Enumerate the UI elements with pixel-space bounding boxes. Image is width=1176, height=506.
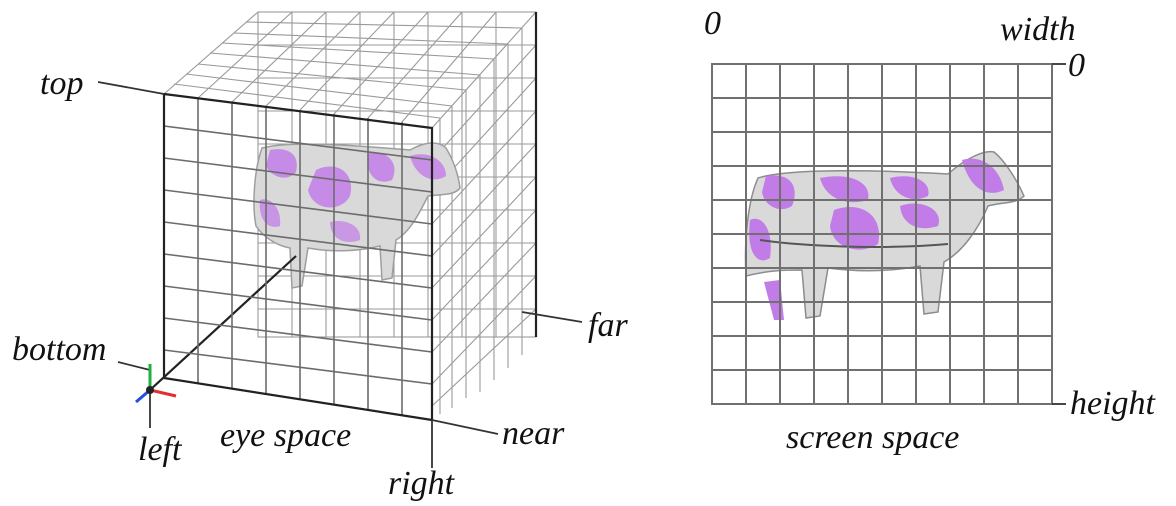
top-leader — [97, 81, 165, 95]
eye-space-caption: eye space — [220, 417, 351, 454]
bottom-leader — [117, 361, 151, 371]
screen-grid — [711, 63, 1053, 405]
height-label: height — [1070, 385, 1157, 422]
far-leader — [521, 311, 583, 323]
near-label: near — [502, 415, 565, 452]
front-face-grid — [162, 92, 434, 422]
top-face-grid — [163, 11, 537, 129]
origin-y-label: 0 — [1068, 47, 1085, 84]
cow-eye-space — [253, 142, 461, 289]
right-face-grid — [431, 12, 538, 414]
screen-space-caption: screen space — [786, 419, 959, 456]
cow-screen-space — [744, 150, 1025, 320]
near-leader — [431, 419, 499, 435]
screen-space: 0 width 0 height screen space — [704, 5, 1157, 456]
top-label: top — [40, 65, 83, 102]
eye-space-frustum: top bottom left right near far eye space — [12, 11, 628, 502]
origin-x-label: 0 — [704, 5, 721, 42]
bottom-label: bottom — [12, 331, 106, 368]
far-label: far — [588, 307, 628, 344]
width-label: width — [1000, 11, 1076, 48]
left-label: left — [138, 431, 183, 468]
axis-triad-icon — [135, 364, 177, 404]
frustum-depth-edge — [149, 255, 297, 391]
right-label: right — [388, 465, 456, 502]
